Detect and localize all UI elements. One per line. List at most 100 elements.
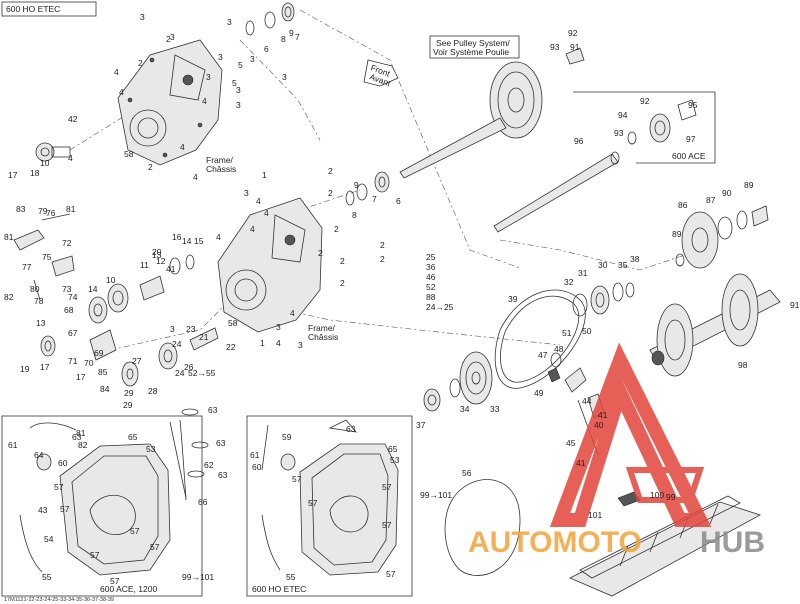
callout-label: 92: [640, 96, 650, 106]
callout-label: 2: [166, 34, 171, 44]
callout-label: 72: [62, 238, 72, 248]
callout-label: 2: [380, 240, 385, 250]
title-ace-inset: 600 ACE: [672, 151, 706, 161]
inset-bottom-mid: [246, 415, 413, 597]
callout-label: 60: [58, 458, 68, 468]
front-arrow-icon: Front Avant: [363, 59, 399, 88]
callout-label: 49: [534, 388, 544, 398]
callout-label: 61: [8, 440, 18, 450]
callout-label: 53: [146, 444, 156, 454]
frame-note-top-1: Frame/: [206, 155, 234, 165]
cover-bottom-mid: [261, 419, 399, 576]
callout-label: 73: [62, 284, 72, 294]
callout-label: 65: [388, 444, 398, 454]
bearing-set-upper: [245, 2, 295, 36]
callout-label: 4: [68, 153, 73, 163]
callout-label: 59: [282, 432, 292, 442]
chain-39: [494, 289, 586, 389]
upper-chaincase-housing: [117, 39, 223, 166]
bearing-set-right: [572, 282, 635, 317]
pulley-note-line1: See Pulley System/: [436, 38, 510, 48]
callout-label: 39: [508, 294, 518, 304]
callout-label: 54: [44, 534, 54, 544]
callout-label: 71: [68, 356, 78, 366]
callout-label: 4: [256, 196, 261, 206]
callout-label: 4: [119, 87, 124, 97]
callout-label: 68: [64, 305, 74, 315]
callout-label: 57: [386, 569, 396, 579]
callout-label: 9: [354, 180, 359, 190]
callout-label: 1: [262, 170, 267, 180]
watermark-text-b: HUB: [700, 526, 765, 559]
callout-label: 19: [20, 364, 30, 374]
inset-bottom-left: [1, 415, 203, 597]
callout-label: 2: [328, 166, 333, 176]
callout-label: 40: [594, 420, 604, 430]
callout-label: 3: [170, 324, 175, 334]
callout-label: 13: [36, 318, 46, 328]
callout-label: 10: [40, 158, 50, 168]
callout-label: 8: [281, 34, 286, 44]
callout-label: 45: [566, 438, 576, 448]
callout-label: 3: [244, 188, 249, 198]
title-bottom-left: 600 ACE, 1200: [100, 584, 157, 594]
callout-label: 70: [84, 358, 94, 368]
callout-label: 2: [138, 58, 143, 68]
callout-label: 29: [123, 400, 133, 410]
middle-chaincase-housing: [217, 197, 323, 333]
callout-label: 56: [462, 468, 472, 478]
bearing-set-middle: [345, 171, 390, 206]
callout-label: 60: [252, 462, 262, 472]
callout-label: 48: [554, 344, 564, 354]
callout-label: 4: [193, 172, 198, 182]
callout-label: 52→55: [188, 368, 216, 378]
callout-label: 27: [132, 356, 142, 366]
callout-label: 41: [166, 264, 176, 274]
callout-label: 53: [390, 455, 400, 465]
callout-label: 57: [382, 482, 392, 492]
callout-label: 84: [100, 384, 110, 394]
callout-label: 3: [206, 72, 211, 82]
callout-label: 94: [618, 110, 628, 120]
callout-label: 65: [128, 432, 138, 442]
callout-label: 81: [66, 204, 76, 214]
bearing-34-36: [423, 378, 461, 412]
callout-label: 81: [4, 232, 14, 242]
callout-label: 25: [426, 252, 436, 262]
callout-label: 26: [184, 362, 194, 372]
callout-label: 91: [790, 300, 800, 310]
callout-label: 92: [568, 28, 578, 38]
gasket-56: [444, 479, 521, 576]
callout-label: 87: [706, 195, 716, 205]
drive-pulley: [399, 61, 543, 179]
callout-label: 57: [90, 550, 100, 560]
callout-label: 78: [34, 296, 44, 306]
watermark-text-a: AUTOMOTO: [468, 526, 642, 559]
callout-label: 3: [236, 100, 241, 110]
callout-label: 24: [175, 368, 185, 378]
callout-label: 67: [68, 328, 78, 338]
title-top-left: 600 HO ETEC: [6, 4, 60, 14]
callout-label: 22: [226, 342, 236, 352]
part-92-top: [565, 47, 585, 65]
callout-label: 5: [232, 78, 237, 88]
callout-label: 13: [152, 250, 162, 260]
callout-label: 61: [250, 450, 260, 460]
watermark-triangle-icon: [549, 342, 712, 527]
frame-note-mid-2: Châssis: [308, 332, 338, 342]
callout-label: 93: [614, 128, 624, 138]
callout-label: 90: [722, 188, 732, 198]
callout-label: 63: [208, 405, 218, 415]
callout-label: 3: [140, 12, 145, 22]
frame-note-mid-1: Frame/: [308, 323, 336, 333]
callout-label: 4: [180, 142, 185, 152]
callout-label: 4: [202, 96, 207, 106]
callout-label: 35: [618, 260, 628, 270]
callout-label: 76: [46, 208, 56, 218]
callout-label: 63: [72, 432, 82, 442]
callout-label: 74: [68, 292, 78, 302]
callout-label: 57: [54, 482, 64, 492]
callout-label: 4: [290, 308, 295, 318]
callout-label: 3: [170, 32, 175, 42]
